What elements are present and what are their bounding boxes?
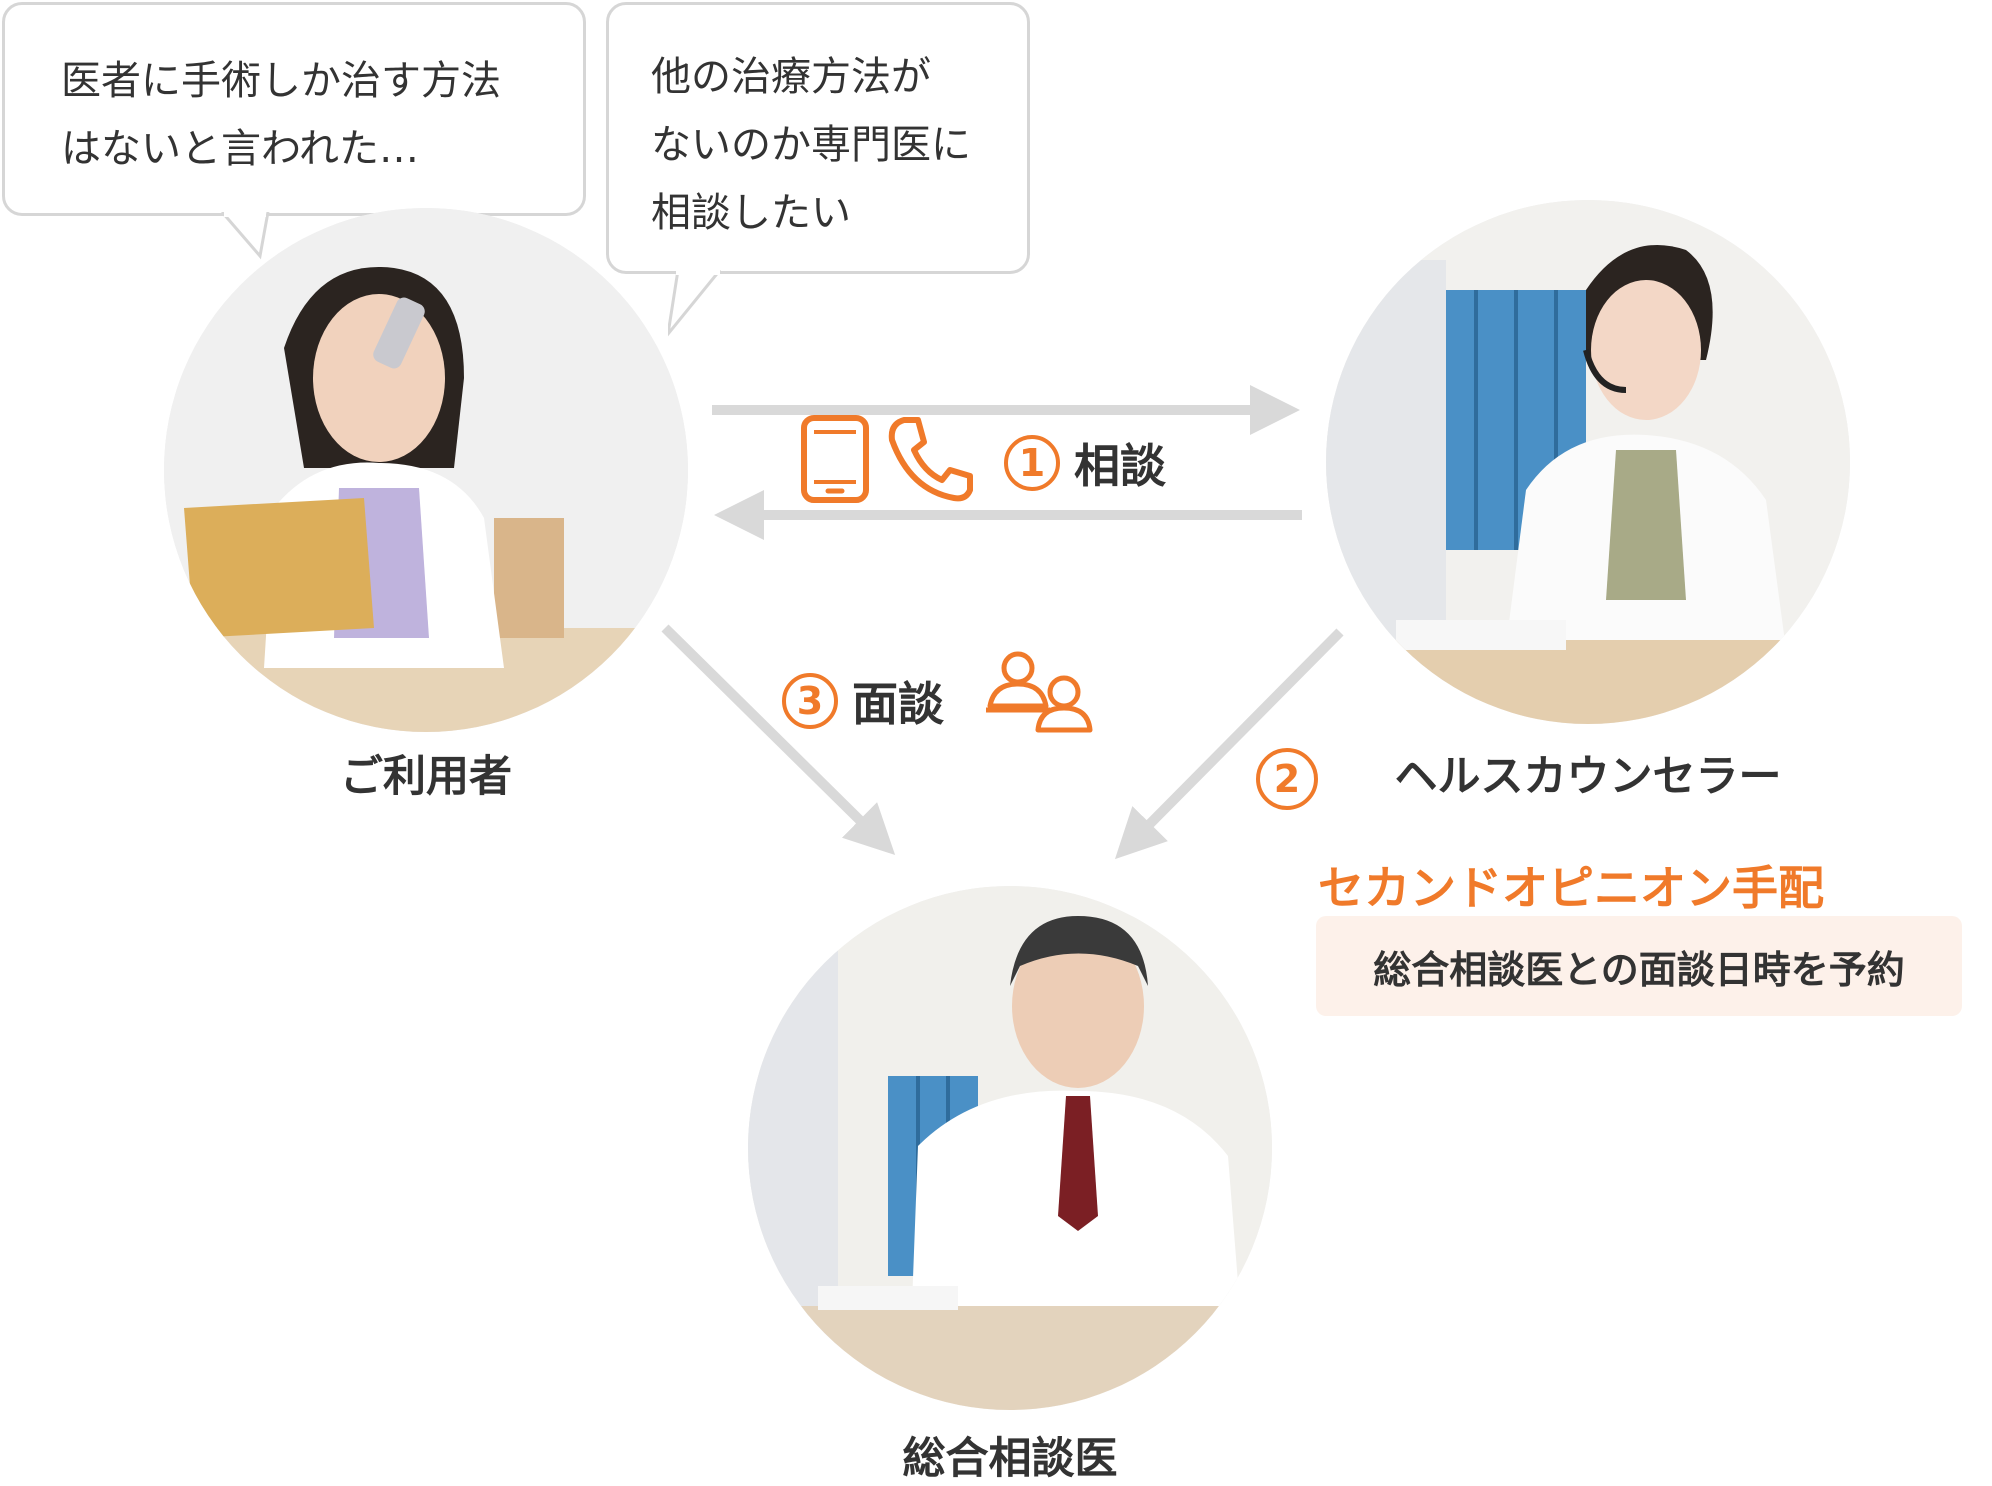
second-opinion-note: 総合相談医との面談日時を予約 xyxy=(1316,916,1962,1016)
speech-bubble-user-2: 他の治療方法が ないのか専門医に 相談したい xyxy=(606,2,1030,274)
user-label: ご利用者 xyxy=(340,752,512,802)
step-1-number: 1 xyxy=(1004,435,1060,491)
counselor-photo xyxy=(1326,200,1850,724)
step-2-label: 2 xyxy=(1256,748,1318,810)
arrow-user-to-doctor xyxy=(661,624,896,856)
counselor-label: ヘルスカウンセラー xyxy=(1394,752,1782,802)
doctor-photo xyxy=(748,886,1272,1410)
second-opinion-title: セカンドオピニオン手配 xyxy=(1318,861,1824,915)
doctor-label: 総合相談医 xyxy=(902,1434,1118,1484)
step-1-label: 1 相談 xyxy=(1004,430,1166,496)
step-3-number: 3 xyxy=(782,673,838,729)
user-photo xyxy=(164,208,688,732)
people-meeting-icon xyxy=(986,651,1093,733)
arrow-counselor-to-doctor xyxy=(1114,628,1344,860)
speech-bubble-user-text: 医者に手術しか治す方法 はないと言われた… xyxy=(61,58,501,172)
speech-bubble-user-2-tail xyxy=(668,270,722,337)
step-3-text: 面談 xyxy=(852,677,944,731)
step-2-number: 2 xyxy=(1256,748,1318,810)
step-3-label: 3 面談 xyxy=(782,668,944,734)
speech-bubble-user-tail xyxy=(220,212,270,260)
step-1-text: 相談 xyxy=(1074,439,1166,493)
speech-bubble-user: 医者に手術しか治す方法 はないと言われた… xyxy=(2,2,586,216)
phone-handset-icon xyxy=(888,417,973,502)
speech-bubble-user-2-text: 他の治療方法が ないのか専門医に 相談したい xyxy=(651,54,971,236)
smartphone-icon xyxy=(801,415,869,503)
